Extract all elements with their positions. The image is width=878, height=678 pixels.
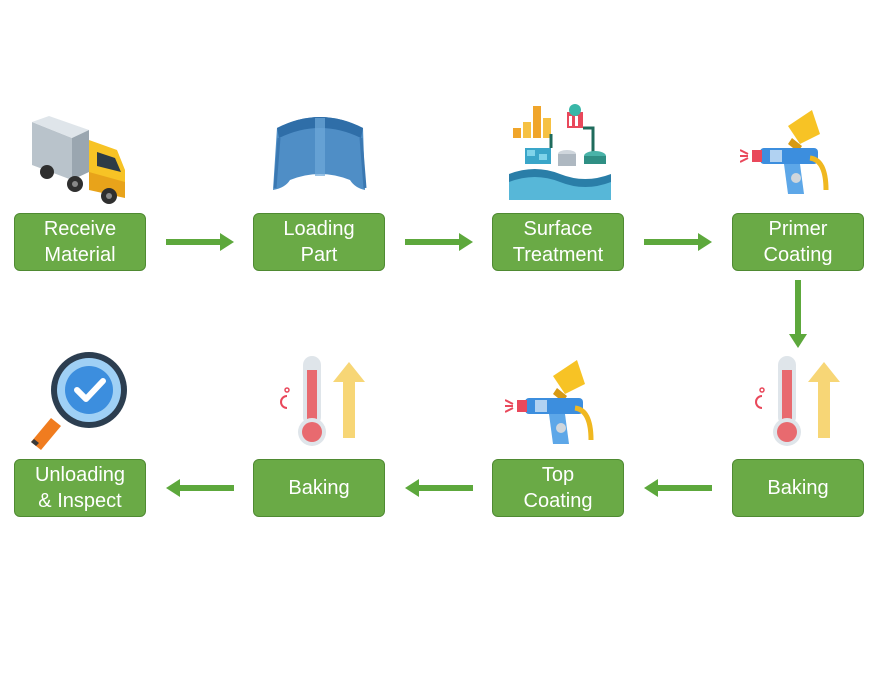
step-line1: Top <box>541 464 575 486</box>
thermometer-heat-icon <box>755 356 840 446</box>
truck-icon <box>32 116 125 204</box>
step-line2: Part <box>300 244 338 266</box>
step-line1: Baking <box>288 477 350 499</box>
step-baking-2: Baking <box>253 459 385 517</box>
step-unloading-inspect: Unloading & Inspect <box>14 459 146 517</box>
step-line1: Receive <box>43 218 117 240</box>
step-top-coating: Top Coating <box>492 459 624 517</box>
curved-panel-icon <box>273 117 367 190</box>
treatment-plant-icon <box>509 104 611 200</box>
step-line2: Coating <box>763 244 833 266</box>
arrow-right-icon <box>405 233 473 251</box>
step-line1: Primer <box>768 218 828 240</box>
arrow-right-icon <box>166 233 234 251</box>
arrow-left-icon <box>166 479 234 497</box>
thermometer-heat-icon <box>280 356 365 446</box>
step-loading-part: Loading Part <box>253 213 385 271</box>
step-line2: Coating <box>523 490 593 512</box>
magnifier-check-icon <box>31 352 127 450</box>
step-baking-1: Baking <box>732 459 864 517</box>
step-line1: Loading <box>283 218 355 240</box>
step-surface-treatment: Surface Treatment <box>492 213 624 271</box>
step-receive-material: Receive Material <box>14 213 146 271</box>
arrow-left-icon <box>405 479 473 497</box>
step-line2: & Inspect <box>38 490 122 512</box>
step-primer-coating: Primer Coating <box>732 213 864 271</box>
step-line2: Treatment <box>512 244 604 266</box>
spray-gun-icon <box>505 360 594 444</box>
spray-gun-icon <box>740 110 829 194</box>
arrow-down-icon <box>789 280 807 348</box>
step-line1: Surface <box>523 218 593 240</box>
arrow-left-icon <box>644 479 712 497</box>
step-line1: Baking <box>767 477 829 499</box>
step-line1: Unloading <box>34 464 126 486</box>
step-line2: Material <box>44 244 116 266</box>
arrow-right-icon <box>644 233 712 251</box>
